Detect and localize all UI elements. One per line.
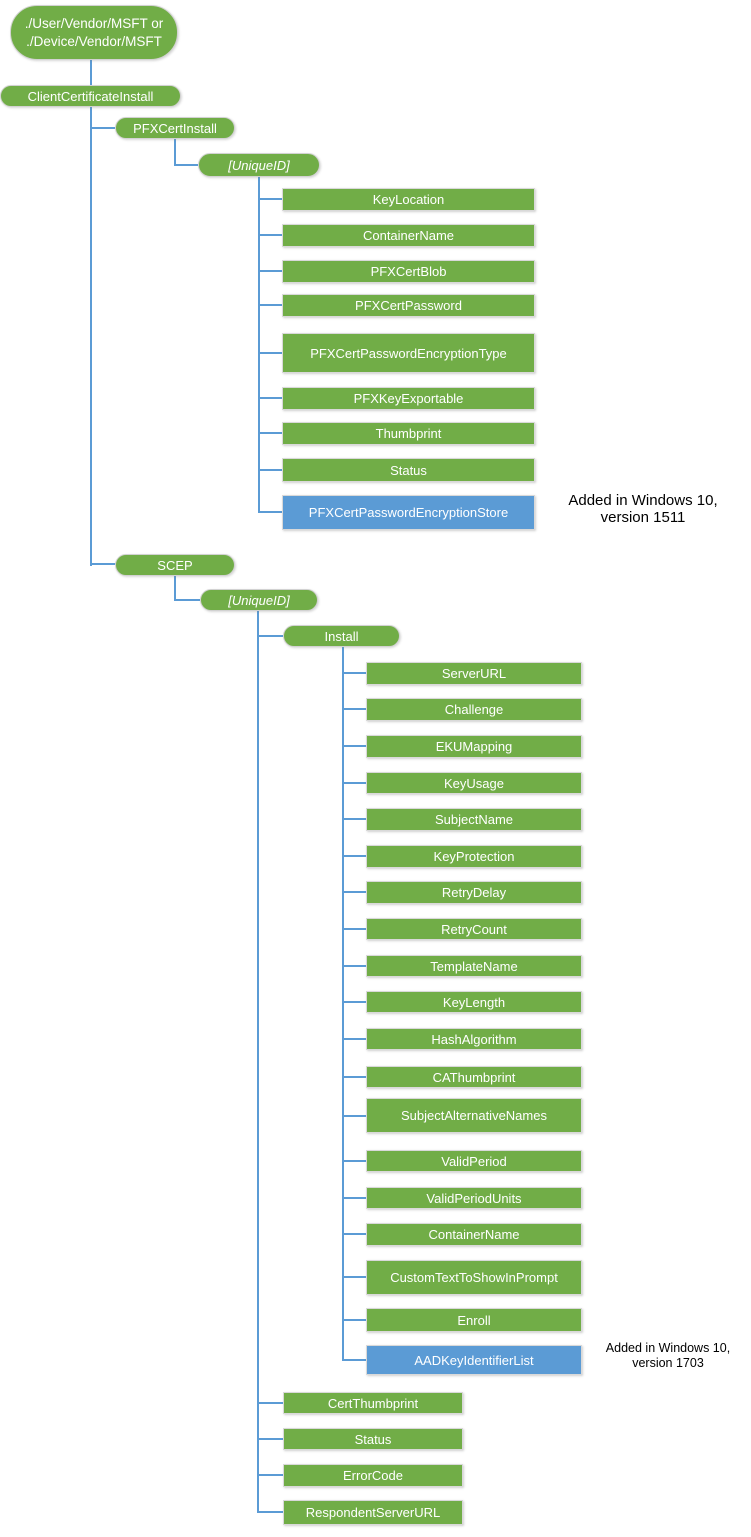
node-install: Install <box>283 625 400 647</box>
node-root: ./User/Vendor/MSFT or ./Device/Vendor/MS… <box>10 5 178 60</box>
node-container-name-scep: ContainerName <box>366 1223 582 1246</box>
node-client-certificate-install: ClientCertificateInstall <box>0 85 181 107</box>
connector-line <box>342 818 366 820</box>
connector-line <box>342 1359 366 1361</box>
node-pfx-cert-password: PFXCertPassword <box>282 294 535 317</box>
connector-line <box>258 397 282 399</box>
node-pfx-cert-password-encryption-store: PFXCertPasswordEncryptionStore <box>282 495 535 530</box>
node-template-name: TemplateName <box>366 955 582 977</box>
connector-line <box>258 177 260 513</box>
node-custom-text-to-show-in-prompt: CustomTextToShowInPrompt <box>366 1260 582 1295</box>
node-subject-name: SubjectName <box>366 808 582 831</box>
node-key-protection: KeyProtection <box>366 845 582 868</box>
annotation-1703: Added in Windows 10, version 1703 <box>592 1341 744 1371</box>
connector-line <box>258 304 282 306</box>
connector-line <box>342 1276 366 1278</box>
node-eku-mapping: EKUMapping <box>366 735 582 758</box>
node-pfx-cert-install: PFXCertInstall <box>115 117 235 139</box>
connector-line <box>342 855 366 857</box>
node-unique-id-scep: [UniqueID] <box>200 589 318 611</box>
node-thumbprint: Thumbprint <box>282 422 535 445</box>
connector-line <box>342 965 366 967</box>
node-retry-delay: RetryDelay <box>366 881 582 904</box>
connector-line <box>90 127 115 129</box>
connector-line <box>342 647 344 1361</box>
node-root-line1: ./User/Vendor/MSFT or <box>24 15 164 31</box>
node-container-name: ContainerName <box>282 224 535 247</box>
node-pfx-key-exportable: PFXKeyExportable <box>282 387 535 410</box>
connector-line <box>258 432 282 434</box>
connector-line <box>90 60 92 85</box>
node-pfx-cert-password-encryption-type: PFXCertPasswordEncryptionType <box>282 333 535 373</box>
connector-line <box>258 198 282 200</box>
node-status-pfx: Status <box>282 458 535 482</box>
connector-line <box>258 511 282 513</box>
connector-line <box>258 469 282 471</box>
connector-line <box>257 1438 283 1440</box>
connector-line <box>174 139 176 166</box>
node-key-length: KeyLength <box>366 991 582 1013</box>
connector-line <box>258 270 282 272</box>
connector-line <box>257 1402 283 1404</box>
connector-line <box>342 928 366 930</box>
connector-line <box>174 576 176 601</box>
annotation-1511-line1: Added in Windows 10, <box>568 492 718 509</box>
connector-line <box>342 672 366 674</box>
node-unique-id-pfx: [UniqueID] <box>198 153 320 177</box>
node-error-code: ErrorCode <box>283 1464 463 1487</box>
connector-line <box>342 1233 366 1235</box>
connector-line <box>342 1319 366 1321</box>
connector-line <box>174 164 198 166</box>
node-hash-algorithm: HashAlgorithm <box>366 1028 582 1050</box>
node-pfx-cert-blob: PFXCertBlob <box>282 260 535 283</box>
connector-line <box>342 708 366 710</box>
node-subject-alternative-names: SubjectAlternativeNames <box>366 1098 582 1133</box>
annotation-1511: Added in Windows 10, version 1511 <box>545 492 741 526</box>
node-aad-key-identifier-list: AADKeyIdentifierList <box>366 1345 582 1375</box>
connector-line <box>342 1038 366 1040</box>
annotation-1511-line2: version 1511 <box>600 509 686 526</box>
node-valid-period-units: ValidPeriodUnits <box>366 1187 582 1209</box>
connector-line <box>342 891 366 893</box>
connector-line <box>342 745 366 747</box>
node-status-scep: Status <box>283 1428 463 1450</box>
connector-line <box>342 1001 366 1003</box>
connector-line <box>342 1197 366 1199</box>
connector-line <box>258 234 282 236</box>
node-ca-thumbprint: CAThumbprint <box>366 1066 582 1088</box>
connector-line <box>257 1511 283 1513</box>
connector-line <box>257 635 283 637</box>
node-server-url: ServerURL <box>366 662 582 685</box>
node-scep: SCEP <box>115 554 235 576</box>
annotation-1703-line1: Added in Windows 10, <box>605 1341 731 1355</box>
node-cert-thumbprint: CertThumbprint <box>283 1392 463 1414</box>
connector-line <box>258 352 282 354</box>
connector-line <box>90 563 118 565</box>
connector-line <box>342 1115 366 1117</box>
node-retry-count: RetryCount <box>366 918 582 940</box>
node-respondent-server-url: RespondentServerURL <box>283 1500 463 1525</box>
node-key-location: KeyLocation <box>282 188 535 211</box>
connector-line <box>342 1076 366 1078</box>
connector-line <box>342 782 366 784</box>
connector-line <box>90 107 92 566</box>
connector-line <box>257 611 259 1513</box>
node-valid-period: ValidPeriod <box>366 1150 582 1172</box>
connector-line <box>342 1160 366 1162</box>
node-root-line2: ./Device/Vendor/MSFT <box>26 33 162 49</box>
node-enroll: Enroll <box>366 1308 582 1332</box>
node-key-usage: KeyUsage <box>366 772 582 794</box>
node-challenge: Challenge <box>366 698 582 721</box>
annotation-1703-line2: version 1703 <box>632 1356 704 1370</box>
connector-line <box>257 1474 283 1476</box>
connector-line <box>174 599 200 601</box>
